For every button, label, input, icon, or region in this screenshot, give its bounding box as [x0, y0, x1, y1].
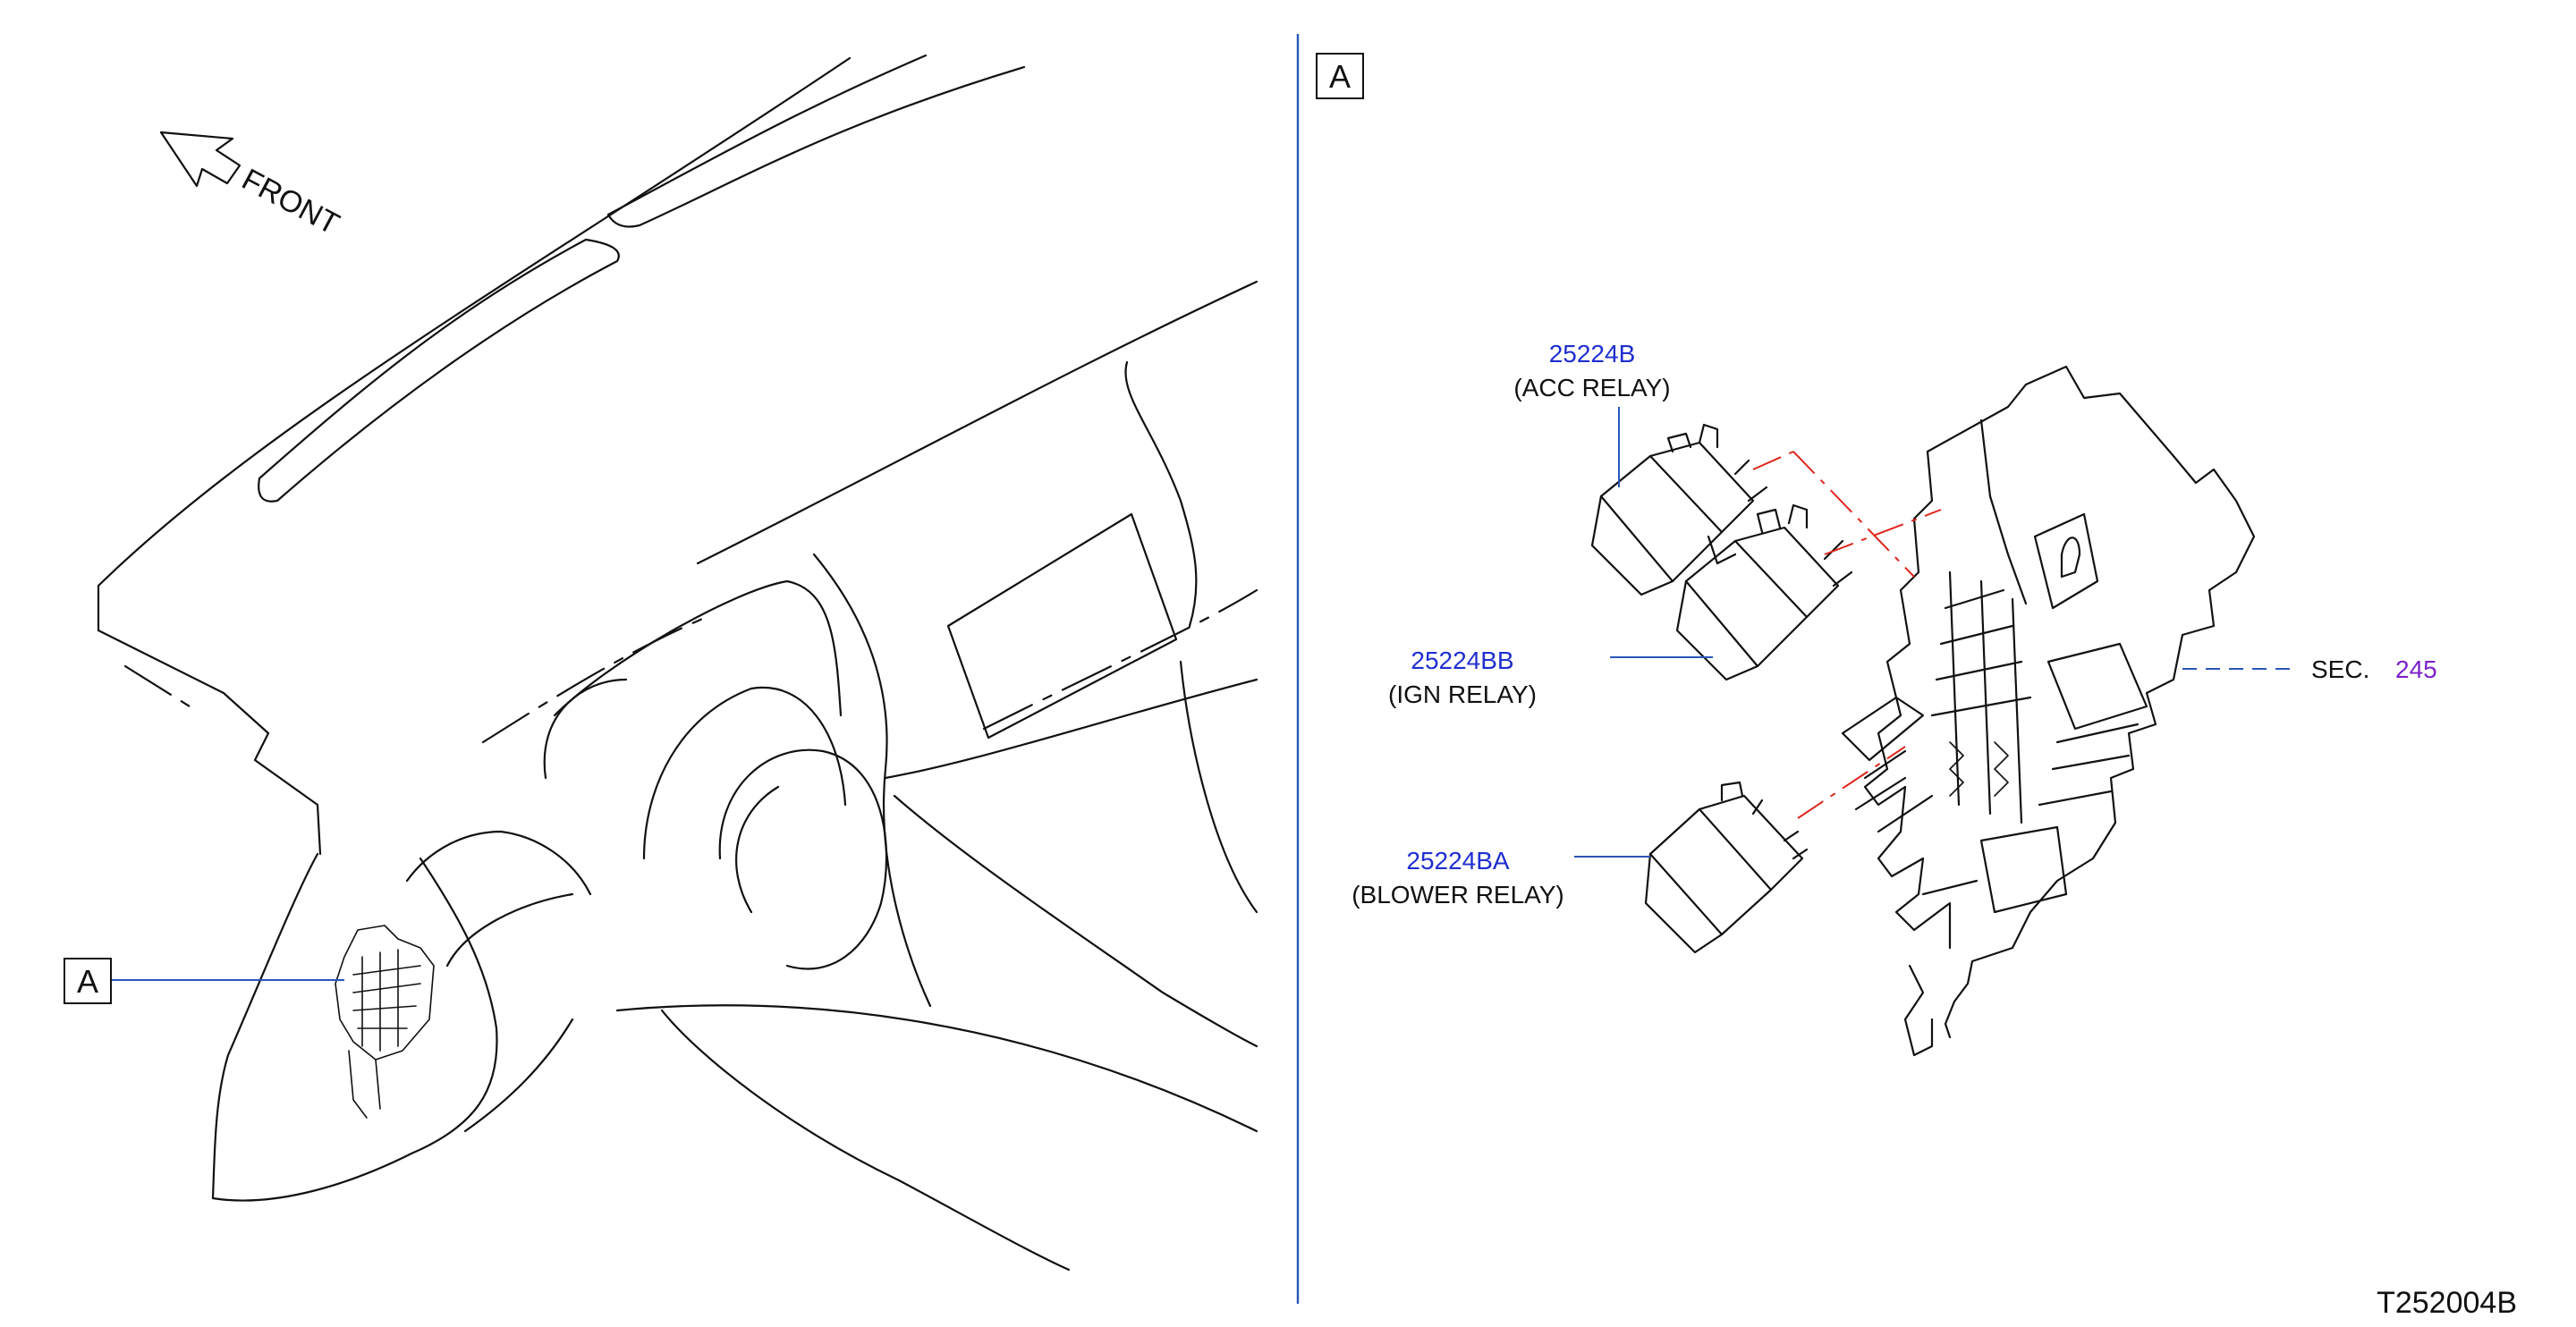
view-marker-left: A: [64, 958, 344, 1004]
callout-acc-relay: 25224B (ACC RELAY): [1513, 340, 1671, 487]
drawing-id: T252004B: [2377, 1286, 2517, 1320]
ign-relay: [1675, 503, 1853, 681]
callout-blower-relay: 25224BA (BLOWER RELAY): [1352, 847, 1650, 909]
section-reference: SEC. 245: [2182, 655, 2437, 683]
section-reference-prefix: SEC.: [2311, 655, 2369, 683]
view-marker-left-label: A: [77, 963, 98, 1000]
blower-relay: [1644, 781, 1809, 954]
acc-relay: [1590, 423, 1768, 596]
junction-block-small: [335, 925, 435, 1119]
blower-relay-part-number: 25224BA: [1406, 847, 1510, 875]
view-marker-right-label: A: [1329, 58, 1351, 95]
front-arrow: FRONT: [159, 131, 344, 242]
assembly-guide-lines: [1752, 451, 1942, 819]
ign-relay-name: (IGN RELAY): [1388, 680, 1537, 708]
junction-block: [1841, 365, 2256, 1057]
front-label: FRONT: [236, 163, 344, 242]
callout-ign-relay: 25224BB (IGN RELAY): [1388, 647, 1713, 708]
instrument-panel-drawing: [97, 54, 1258, 1272]
view-marker-right: A: [1316, 53, 1364, 99]
front-arrow-icon: [159, 131, 242, 188]
section-reference-number: 245: [2395, 655, 2437, 683]
blower-relay-name: (BLOWER RELAY): [1352, 881, 1564, 909]
acc-relay-name: (ACC RELAY): [1513, 374, 1670, 401]
acc-relay-part-number: 25224B: [1549, 340, 1636, 368]
ign-relay-part-number: 25224BB: [1411, 647, 1513, 674]
